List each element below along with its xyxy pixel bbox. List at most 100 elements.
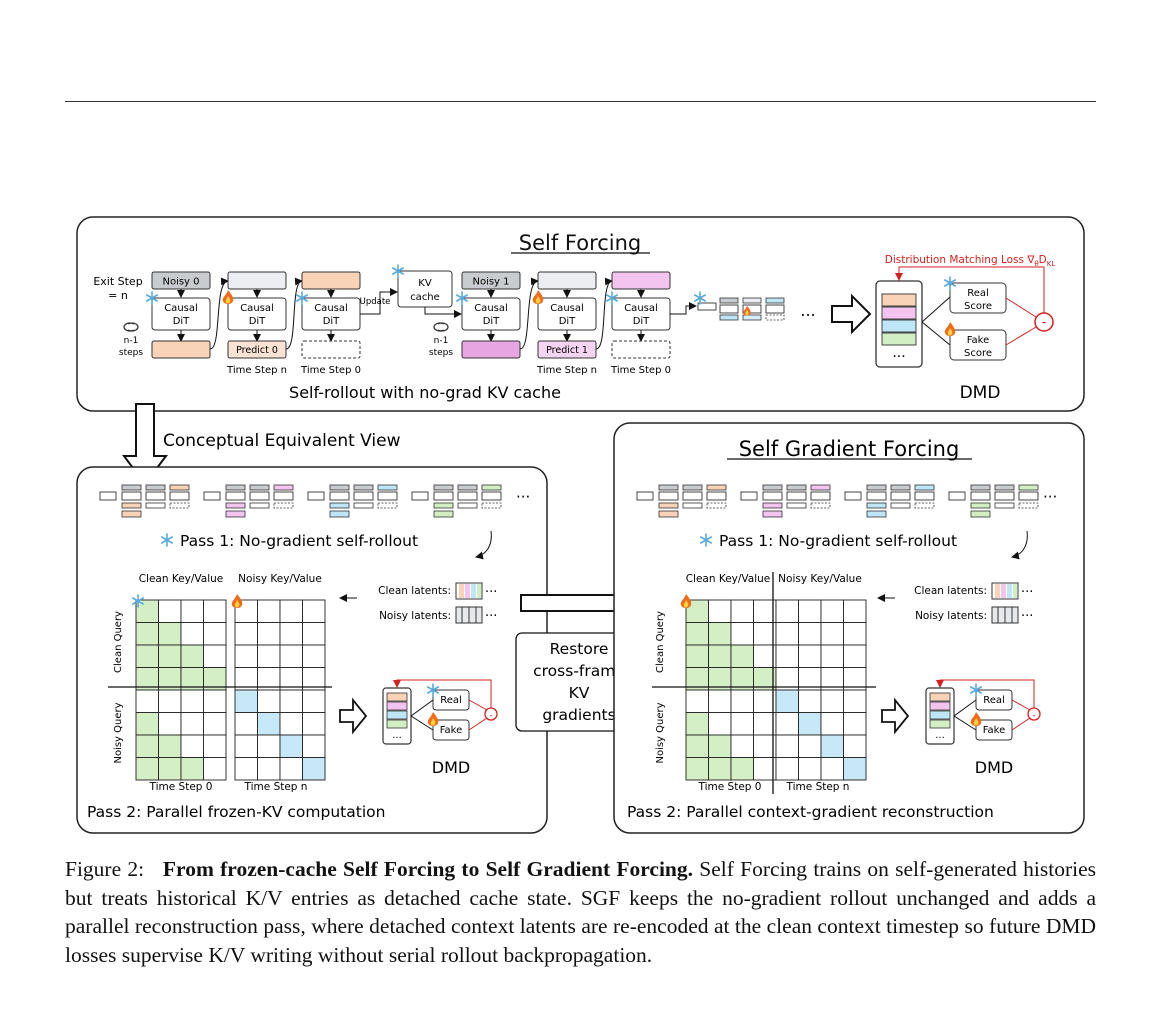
- attention-cell: [279, 689, 303, 713]
- attention-cell: [257, 622, 281, 646]
- dmd-latent: [386, 719, 408, 729]
- sgf-title: Self Gradient Forcing: [739, 437, 960, 461]
- mini-latent: [914, 502, 935, 509]
- causal-label: Causal: [550, 303, 584, 314]
- mini-latent: [273, 502, 294, 509]
- clean-latents-label: Clean latents:: [914, 585, 987, 597]
- mini-output: [329, 510, 350, 518]
- fake-label: Fake: [983, 725, 1006, 736]
- time-step-n-label: Time Step n: [536, 365, 597, 376]
- attention-cell: [843, 712, 867, 736]
- mini-latent: [249, 484, 270, 491]
- left-panel: ··· Pass 1: No-gradient self-rollout Cle…: [76, 466, 548, 834]
- caption-label: Figure 2:: [65, 857, 145, 881]
- latent-pink-6: [611, 271, 671, 290]
- attention-cell: [279, 599, 303, 623]
- mini-block: [740, 491, 758, 501]
- attention-cell: [775, 689, 799, 713]
- mini-latent: [273, 484, 294, 491]
- clean-latents-label: Clean latents:: [378, 585, 451, 597]
- mini-latent: [762, 484, 783, 491]
- noisy-latents-label: Noisy latents:: [915, 610, 987, 622]
- attention-cell: [234, 644, 258, 668]
- attention-cell: [775, 599, 799, 623]
- attention-cell: [708, 689, 732, 713]
- attention-cell: [843, 599, 867, 623]
- attention-cell: [279, 757, 303, 781]
- conceptual-view-label: Conceptual Equivalent View: [163, 431, 401, 451]
- dmd-latent: [386, 710, 408, 720]
- attention-cell: [135, 644, 159, 668]
- attention-cell: [798, 689, 822, 713]
- mini-latent: [329, 484, 350, 491]
- attention-cell: [257, 757, 281, 781]
- mini-dit: [994, 491, 1015, 501]
- mini-dit: [353, 491, 374, 501]
- top-rule: [65, 101, 1096, 102]
- self-forcing-panel: Self Forcing Exit Step = n Noisy 0 Causa…: [76, 216, 1085, 412]
- dit-label: DiT: [249, 316, 266, 327]
- mini-latent: [970, 484, 991, 491]
- attention-cell: [775, 712, 799, 736]
- dots: ···: [485, 585, 497, 600]
- attention-cell: [135, 734, 159, 758]
- dmd-latent-blue: [881, 319, 917, 333]
- attention-cell: [203, 689, 227, 713]
- steps-a: n-1: [124, 336, 139, 346]
- attention-cell: [730, 757, 754, 781]
- causal-label: Causal: [240, 303, 274, 314]
- mini-latent: [169, 502, 190, 509]
- attention-cell: [180, 689, 204, 713]
- mini-latent: [353, 502, 374, 509]
- mini-dit: [914, 491, 935, 501]
- attention-cell: [708, 757, 732, 781]
- attention-cell: [798, 622, 822, 646]
- mini-latent: [457, 484, 478, 491]
- mini-dit: [970, 491, 991, 501]
- mini-block: [636, 491, 654, 501]
- attention-cell: [820, 689, 844, 713]
- mini-output: [970, 510, 991, 518]
- attention-cell: [708, 644, 732, 668]
- dmd-latent-pink: [881, 306, 917, 320]
- mini-dit: [377, 491, 398, 501]
- dit-label: DiT: [483, 316, 500, 327]
- attention-cell: [158, 734, 182, 758]
- attention-cell: [685, 757, 709, 781]
- hollow-arrow-right: [831, 293, 872, 335]
- attention-cell: [730, 599, 754, 623]
- mini-latent: [121, 502, 142, 509]
- left-attention-grid: [135, 599, 326, 781]
- mini-latent: [786, 502, 807, 509]
- dmd-latent-orange: [881, 293, 917, 307]
- mini-latent: [682, 502, 703, 509]
- mini-dit: [682, 491, 703, 501]
- figure-caption: Figure 2: From frozen-cache Self Forcing…: [65, 855, 1096, 969]
- mini-latent: [225, 484, 246, 491]
- mini-latent: [1018, 484, 1039, 491]
- latent-orange: [151, 340, 211, 359]
- attention-cell: [203, 734, 227, 758]
- attention-cell: [798, 734, 822, 758]
- mini-dit: [225, 491, 246, 501]
- attention-cell: [279, 644, 303, 668]
- update-label: Update: [360, 297, 391, 307]
- attention-cell: [257, 734, 281, 758]
- time-step-0-label: Time Step 0: [698, 781, 762, 793]
- caption-bold: From frozen-cache Self Forcing to Self G…: [162, 857, 694, 881]
- latent-orange-3: [301, 271, 361, 290]
- dit-label: DiT: [323, 316, 340, 327]
- mini-output: [433, 510, 454, 518]
- attention-cell: [708, 622, 732, 646]
- noisy-query-label: Noisy Query: [113, 702, 124, 763]
- mini-latent: [914, 484, 935, 491]
- attention-cell: [820, 644, 844, 668]
- attention-cell: [158, 622, 182, 646]
- noisy-query-label: Noisy Query: [655, 702, 666, 763]
- mini-latent: [658, 502, 679, 509]
- noisy-0-label: Noisy 0: [162, 277, 199, 288]
- caption-text: Self Forcing trains on self-generated hi…: [65, 857, 1096, 967]
- clean-kv-header: Clean Key/Value: [686, 573, 771, 585]
